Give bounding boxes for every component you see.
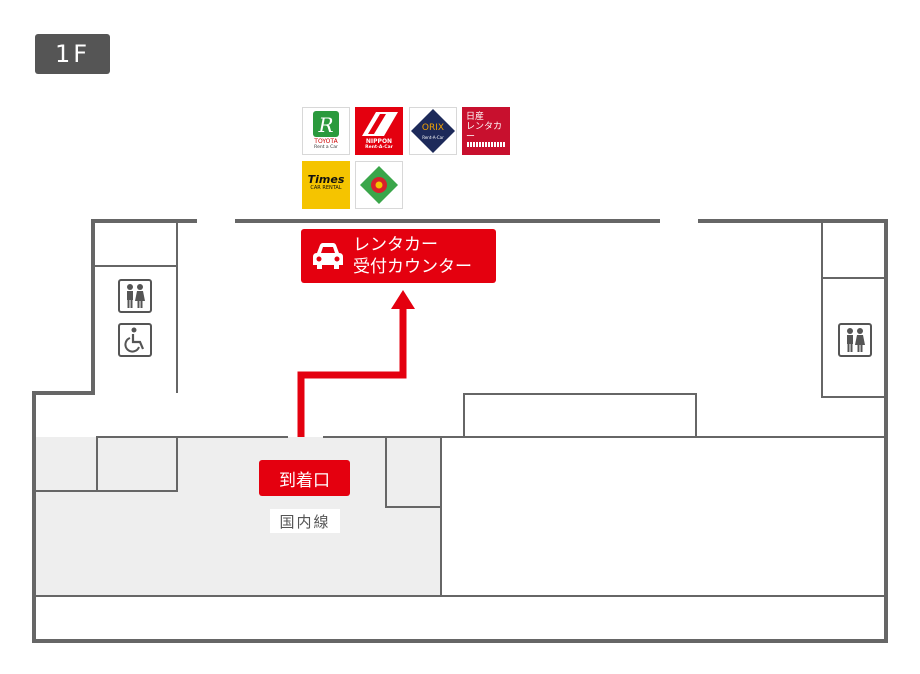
floor-label: 1F bbox=[35, 34, 110, 74]
route-arrow-head bbox=[391, 290, 415, 309]
car-icon bbox=[313, 243, 343, 269]
domestic-label: 国内線 bbox=[270, 509, 340, 533]
wheelchair-icon bbox=[118, 323, 152, 357]
counter-sign-line2: 受付カウンター bbox=[353, 257, 472, 277]
orix-logo: ORIX Rent-A-Car bbox=[409, 107, 457, 155]
route-arrow bbox=[297, 307, 407, 437]
arrival-gate-sign: 到着口 bbox=[259, 460, 350, 496]
rental-counter-sign: レンタカー 受付カウンター bbox=[301, 229, 496, 283]
rental-brand-logo bbox=[355, 161, 403, 209]
inner-walls bbox=[36, 221, 886, 597]
times-logo: Times CAR RENTAL bbox=[302, 161, 350, 209]
counter-sign-line1: レンタカー bbox=[353, 235, 438, 255]
nippon-logo: NIPPON Rent-A-Car bbox=[355, 107, 403, 155]
restroom-icon bbox=[838, 323, 872, 357]
svg-text:R: R bbox=[317, 113, 333, 137]
nissan-logo: 日産 レンタカー bbox=[462, 107, 510, 155]
toyota-logo: R TOYOTA Rent a Car bbox=[302, 107, 350, 155]
outer-walls bbox=[32, 219, 888, 643]
restroom-icon bbox=[118, 279, 152, 313]
